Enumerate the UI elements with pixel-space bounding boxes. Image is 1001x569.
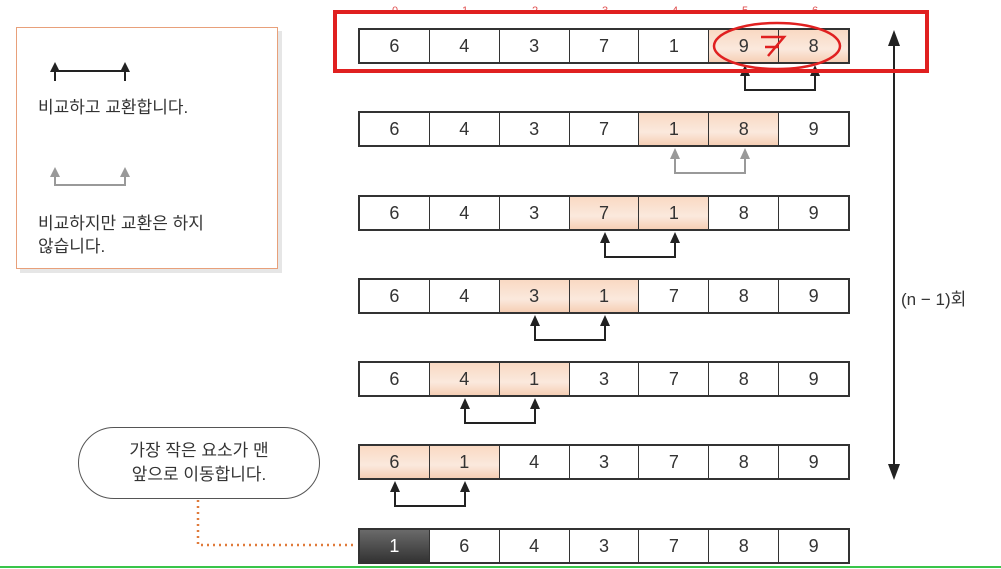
array-cell-compared: 1 <box>639 113 710 145</box>
array-cell: 4 <box>430 280 500 312</box>
array-cell-compared: 7 <box>569 197 640 229</box>
legend-arrows <box>50 62 130 186</box>
array-cell: 8 <box>709 280 780 312</box>
array-cell: 9 <box>808 368 819 389</box>
array-cell: 3 <box>570 530 640 562</box>
array-cell: 4 <box>430 30 500 62</box>
array-cell: 8 <box>709 530 780 562</box>
noswap-arrow-icon <box>54 174 126 186</box>
array-cell: 9 <box>808 202 819 223</box>
swap-arrow-icon <box>604 242 676 258</box>
array-cell-compared: 1 <box>499 363 570 395</box>
array-cell-compared: 8 <box>779 30 849 62</box>
array-cell: 3 <box>500 30 570 62</box>
callout-line-2: 앞으로 이동합니다. <box>131 465 267 484</box>
legend-noswap-text-2: 않습니다. <box>38 237 106 256</box>
array-cell: 3 <box>500 197 570 229</box>
passes-double-arrow-icon <box>888 30 900 480</box>
passes-label: (n − 1)회 <box>901 290 967 309</box>
array-cell: 3 <box>570 446 640 478</box>
array-cell: 6 <box>360 363 430 395</box>
array-cell: 9 <box>808 451 819 472</box>
array-row: 6 4 1 3 7 8 9 <box>358 361 850 397</box>
array-cell: 7 <box>570 30 640 62</box>
swap-arrow-icon <box>744 75 816 91</box>
array-cell: 4 <box>430 197 500 229</box>
highlight-frame <box>333 10 929 73</box>
array-cell: 8 <box>709 197 780 229</box>
array-row: 6 4 3 7 1 8 9 <box>358 111 850 147</box>
array-cell: 9 <box>808 118 819 139</box>
array-cell: 4 <box>430 113 500 145</box>
swap-arrow-icon <box>464 408 536 424</box>
legend-swap-text: 비교하고 교환합니다. <box>38 98 189 117</box>
swap-arrow-icon <box>50 62 130 72</box>
array-cell: 9 <box>808 285 819 306</box>
array-cell: 9 <box>808 535 819 556</box>
array-cell: 6 <box>360 113 430 145</box>
array-cell: 3 <box>570 363 640 395</box>
bottom-divider <box>0 566 1001 568</box>
array-cell-compared: 6 <box>360 446 430 478</box>
array-cell: 4 <box>500 446 570 478</box>
legend-noswap-text: 비교하지만 교환은 하지 <box>38 214 204 233</box>
array-cell-smallest: 1 <box>360 530 430 562</box>
array-cell: 7 <box>639 280 710 312</box>
array-cell-compared: 4 <box>429 363 500 395</box>
array-cell: 6 <box>360 30 430 62</box>
array-cell: 1 <box>639 30 710 62</box>
swap-arrow-icon <box>534 325 606 341</box>
array-cell: 6 <box>360 197 430 229</box>
dotted-leader <box>196 500 356 547</box>
array-cell-compared: 3 <box>499 280 570 312</box>
callout-line-1: 가장 작은 요소가 맨 <box>129 441 269 460</box>
array-cell: 8 <box>709 363 780 395</box>
array-cell: 6 <box>430 530 500 562</box>
array-cell: 8 <box>709 446 780 478</box>
array-cell: 7 <box>570 113 640 145</box>
array-cell-compared: 1 <box>429 446 500 478</box>
array-cell-compared: 8 <box>709 113 780 145</box>
array-row: 6 4 3 7 1 8 9 <box>358 195 850 231</box>
callout-bubble: 가장 작은 요소가 맨 앞으로 이동합니다. <box>78 427 320 499</box>
array-cell-compared: 1 <box>639 197 710 229</box>
array-cell: 7 <box>639 530 710 562</box>
array-cell: 6 <box>360 280 430 312</box>
legend-box: 비교하고 교환합니다. 비교하지만 교환은 하지 않습니다. <box>16 27 278 269</box>
array-row: 6 4 3 1 7 8 9 <box>358 278 850 314</box>
noswap-arrow-icon <box>674 158 746 174</box>
array-cell: 7 <box>639 446 710 478</box>
array-cell: 7 <box>639 363 710 395</box>
array-cell: 3 <box>500 113 570 145</box>
array-row-result: 1 6 4 3 7 8 9 <box>358 528 850 564</box>
array-cell: 4 <box>500 530 570 562</box>
swap-arrow-icon <box>394 491 466 507</box>
array-row: 6 1 4 3 7 8 9 <box>358 444 850 480</box>
array-cell-compared: 1 <box>569 280 640 312</box>
